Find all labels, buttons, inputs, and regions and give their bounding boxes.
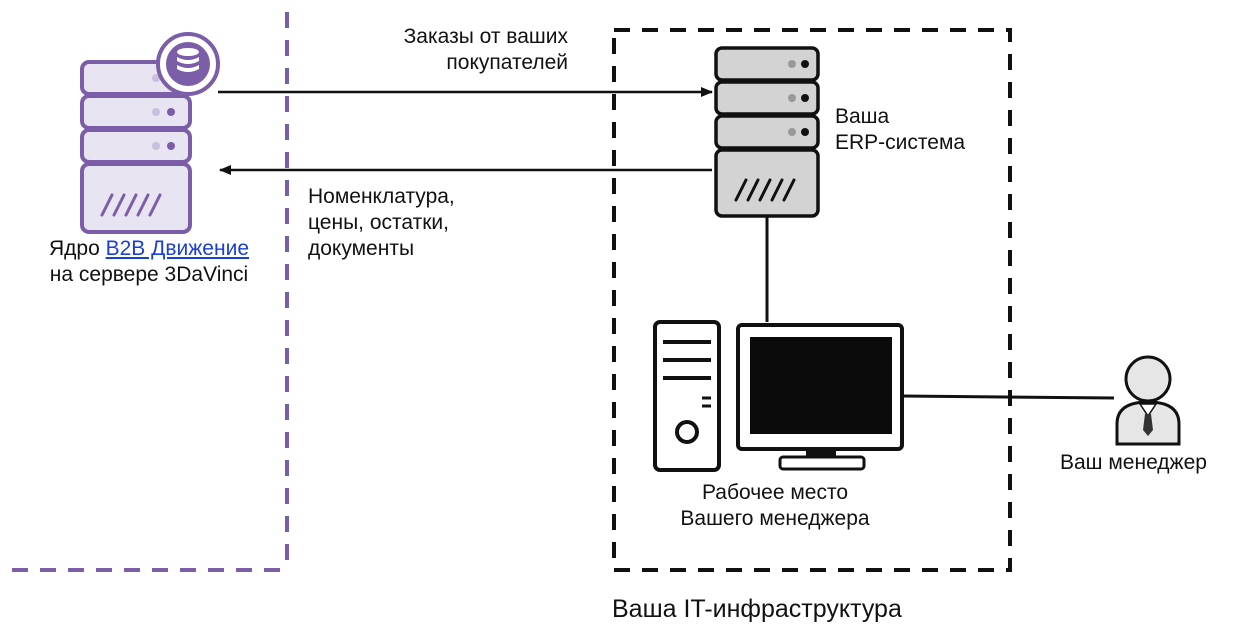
manager-user-icon [1115, 355, 1181, 446]
workstation-manager-link [901, 394, 1115, 400]
core-server-label: Ядро B2B Движение на сервере 3DaVinci [0, 236, 298, 288]
catalog-label-line2: цены, остатки, [308, 211, 449, 234]
b2b-dvizhenie-link[interactable]: B2B Движение [105, 237, 249, 260]
core-label-prefix: Ядро [49, 237, 106, 260]
orders-label-line1: Заказы от ваших [403, 25, 568, 48]
catalog-label-line1: Номенклатура, [308, 185, 455, 208]
it-infrastructure-label: Ваша IT-инфраструктура [612, 595, 902, 623]
manager-label: Ваш менеджер [1060, 451, 1207, 474]
catalog-flow-label: Номенклатура, цены, остатки, документы [308, 184, 455, 262]
server-core-icon [80, 60, 192, 234]
erp-label-line2: ERP-система [835, 131, 966, 154]
core-label-line2: на сервере 3DaVinci [49, 263, 249, 286]
erp-server-icon [714, 46, 820, 218]
workplace-label: Рабочее место Вашего менеджера [640, 480, 910, 532]
erp-label: Ваша ERP-система [835, 104, 965, 156]
orders-label-line2: покупателей [446, 51, 568, 74]
erp-label-line1: Ваша [835, 105, 890, 128]
orders-flow-label: Заказы от ваших покупателей [330, 24, 568, 76]
catalog-label-line3: документы [308, 237, 415, 260]
workplace-label-line1: Рабочее место [701, 481, 849, 504]
monitor-icon [736, 323, 904, 471]
it-infrastructure-boundary [612, 28, 1012, 572]
vendor-boundary [12, 12, 289, 572]
database-icon [156, 32, 220, 96]
pc-tower-icon [653, 320, 721, 472]
workplace-label-line2: Вашего менеджера [680, 507, 870, 530]
